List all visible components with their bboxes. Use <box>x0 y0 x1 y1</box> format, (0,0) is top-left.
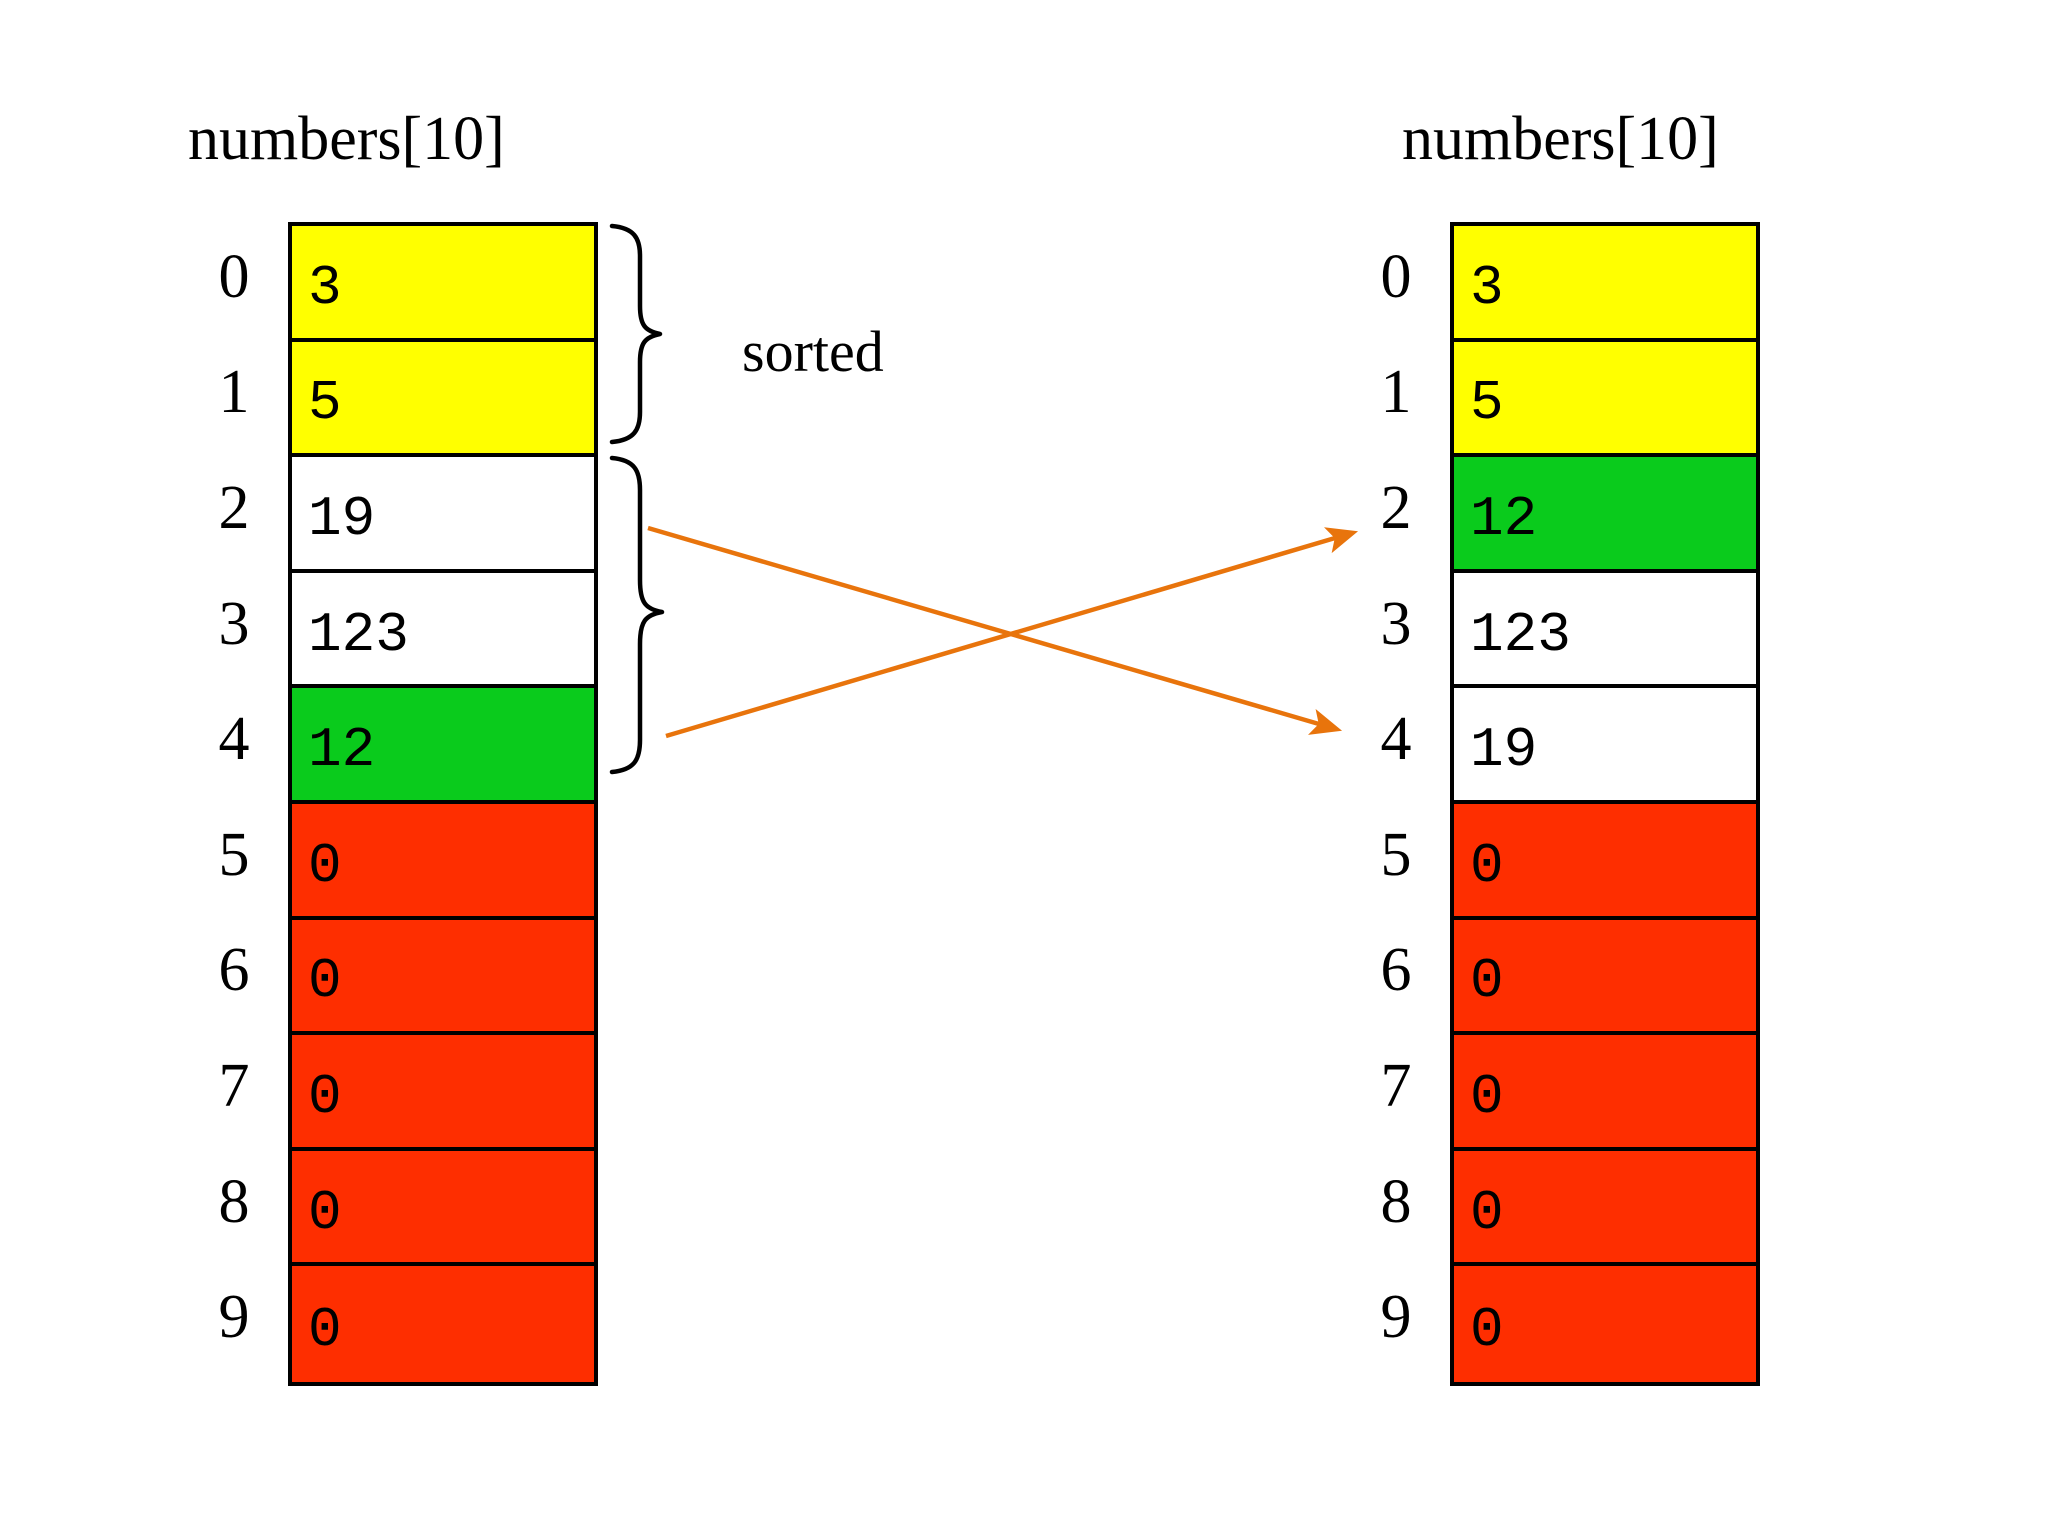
array-index-label: 7 <box>218 1052 250 1120</box>
array-index-label: 4 <box>218 705 250 774</box>
array-cell-value: 3 <box>1470 255 1504 320</box>
array-index-label: 5 <box>218 820 250 889</box>
array-cell[interactable]: 12 <box>292 688 594 804</box>
array-index-label: 3 <box>1380 589 1412 658</box>
array-index-label: 2 <box>218 474 250 542</box>
array-cell[interactable]: 0 <box>1454 1150 1756 1267</box>
array-cell-value: 12 <box>308 718 376 783</box>
array-cell[interactable]: 0 <box>1454 1035 1756 1151</box>
left-array-title: numbers[10] <box>188 105 505 173</box>
array-cell-value: 0 <box>1470 949 1504 1014</box>
array-cell-value: 19 <box>1470 718 1538 783</box>
array-cell[interactable]: 0 <box>1454 919 1756 1036</box>
array-index-label: 1 <box>218 358 250 427</box>
array-cell-value: 0 <box>308 949 342 1014</box>
array-index-label: 0 <box>1380 242 1412 311</box>
array-cell-value: 0 <box>1470 1180 1504 1245</box>
array-index-label: 6 <box>218 936 250 1005</box>
array-index-label: 1 <box>1380 358 1412 427</box>
array-cell[interactable]: 0 <box>292 1035 594 1151</box>
array-cell-value: 0 <box>308 833 342 898</box>
array-index-label: 8 <box>218 1167 250 1236</box>
array-cell[interactable]: 19 <box>292 457 594 573</box>
array-cell[interactable]: 19 <box>1454 688 1756 804</box>
array-cell-value: 5 <box>1470 371 1504 436</box>
array-index-label: 3 <box>218 589 250 658</box>
array-cell-value: 123 <box>308 602 409 667</box>
array-index-label: 0 <box>218 242 250 311</box>
array-cell[interactable]: 3 <box>1454 226 1756 342</box>
array-cell-value: 5 <box>308 371 342 436</box>
array-index-label: 4 <box>1380 705 1412 774</box>
array-index-label: 9 <box>218 1283 250 1352</box>
array-cell[interactable]: 12 <box>1454 457 1756 573</box>
array-index-label: 9 <box>1380 1283 1412 1352</box>
array-cell[interactable]: 0 <box>292 1150 594 1267</box>
array-index-label: 2 <box>1380 474 1412 542</box>
array-cell[interactable]: 0 <box>1454 803 1756 920</box>
array-cell-value: 0 <box>308 1180 342 1245</box>
array-cell[interactable]: 5 <box>1454 341 1756 458</box>
array-cell[interactable]: 0 <box>292 803 594 920</box>
array-cell-value: 0 <box>1470 1298 1504 1363</box>
array-cell[interactable]: 0 <box>1454 1266 1756 1382</box>
array-index-label: 6 <box>1380 936 1412 1005</box>
brace-sorted <box>609 223 663 445</box>
array-cell[interactable]: 123 <box>292 572 594 689</box>
array-cell[interactable]: 123 <box>1454 572 1756 689</box>
right-array-title: numbers[10] <box>1402 105 1719 173</box>
array-cell[interactable]: 0 <box>292 919 594 1036</box>
arrow-index2-to-index4 <box>647 525 1343 735</box>
array-index-label: 5 <box>1380 820 1412 889</box>
array-cell-value: 123 <box>1470 602 1571 667</box>
array-cell[interactable]: 0 <box>292 1266 594 1382</box>
arrow-index4-to-index2 <box>665 527 1359 739</box>
left-array: 3 5 19 123 12 0 0 0 0 0 <box>288 222 598 1386</box>
array-cell-value: 0 <box>1470 833 1504 898</box>
array-cell-value: 12 <box>1470 486 1538 551</box>
array-cell-value: 19 <box>308 486 376 551</box>
array-index-label: 7 <box>1380 1052 1412 1120</box>
brace-unsorted <box>609 455 665 775</box>
array-cell-value: 0 <box>308 1064 342 1129</box>
array-cell[interactable]: 3 <box>292 226 594 342</box>
array-cell-value: 0 <box>1470 1064 1504 1129</box>
array-cell-value: 3 <box>308 255 342 320</box>
sorted-annotation-label: sorted <box>742 319 884 384</box>
array-cell[interactable]: 5 <box>292 341 594 458</box>
right-array: 3 5 12 123 19 0 0 0 0 0 <box>1450 222 1760 1386</box>
array-cell-value: 0 <box>308 1298 342 1363</box>
array-index-label: 8 <box>1380 1167 1412 1236</box>
